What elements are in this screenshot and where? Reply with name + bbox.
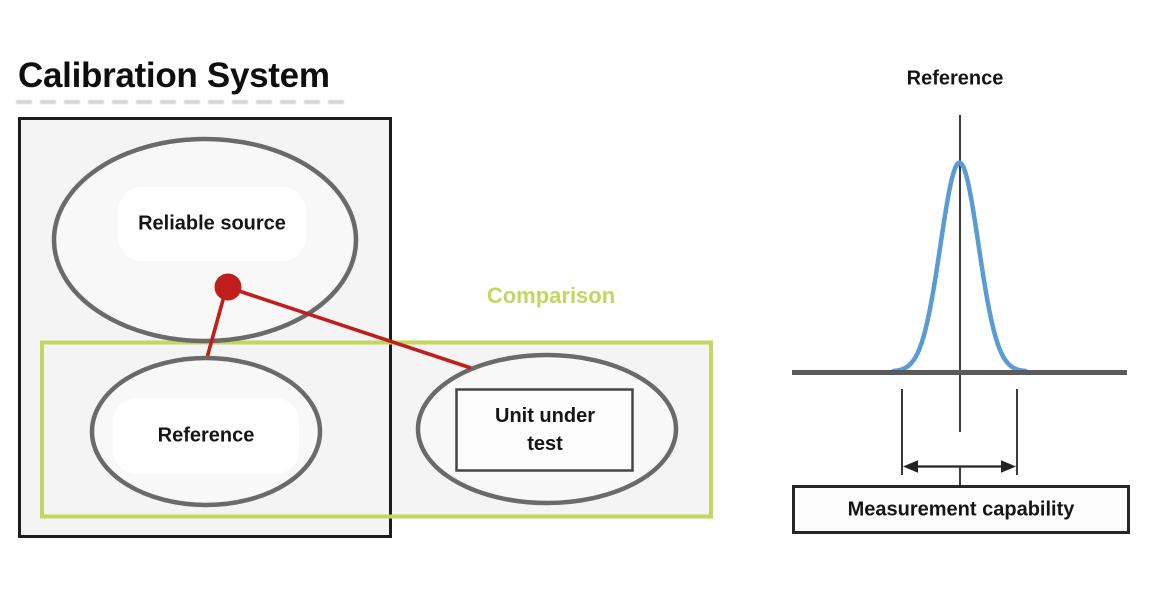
reference-label-patch [113, 398, 299, 474]
unit-under-test-label-line1: Unit under [495, 405, 595, 427]
reliable-source-label-patch [118, 187, 306, 261]
link-line-unit-under-test [239, 289, 472, 370]
capability-arrow-head-right [1001, 460, 1016, 473]
unit-under-test-label-line2: test [527, 433, 563, 455]
capability-arrow-head-left [903, 460, 918, 473]
page-title: Calibration System [18, 56, 330, 95]
reference-label: Reference [157, 424, 255, 447]
measurement-capability-box [792, 485, 1130, 534]
comparison-label: Comparison [486, 283, 616, 308]
link-node-dot [214, 273, 242, 301]
reference-curve [891, 160, 1028, 374]
reference-distribution-title: Reference [906, 67, 1004, 90]
unit-under-test-box [455, 388, 634, 472]
comparison-box-frame [40, 340, 713, 519]
calibration-box-frame [18, 117, 392, 538]
title-underline-artifact [16, 100, 346, 104]
reliable-source-label: Reliable source [138, 212, 286, 235]
unit-under-test-label: Unit under test [495, 402, 595, 458]
link-line-reference [205, 297, 226, 357]
measurement-capability-label: Measurement capability [847, 498, 1075, 521]
